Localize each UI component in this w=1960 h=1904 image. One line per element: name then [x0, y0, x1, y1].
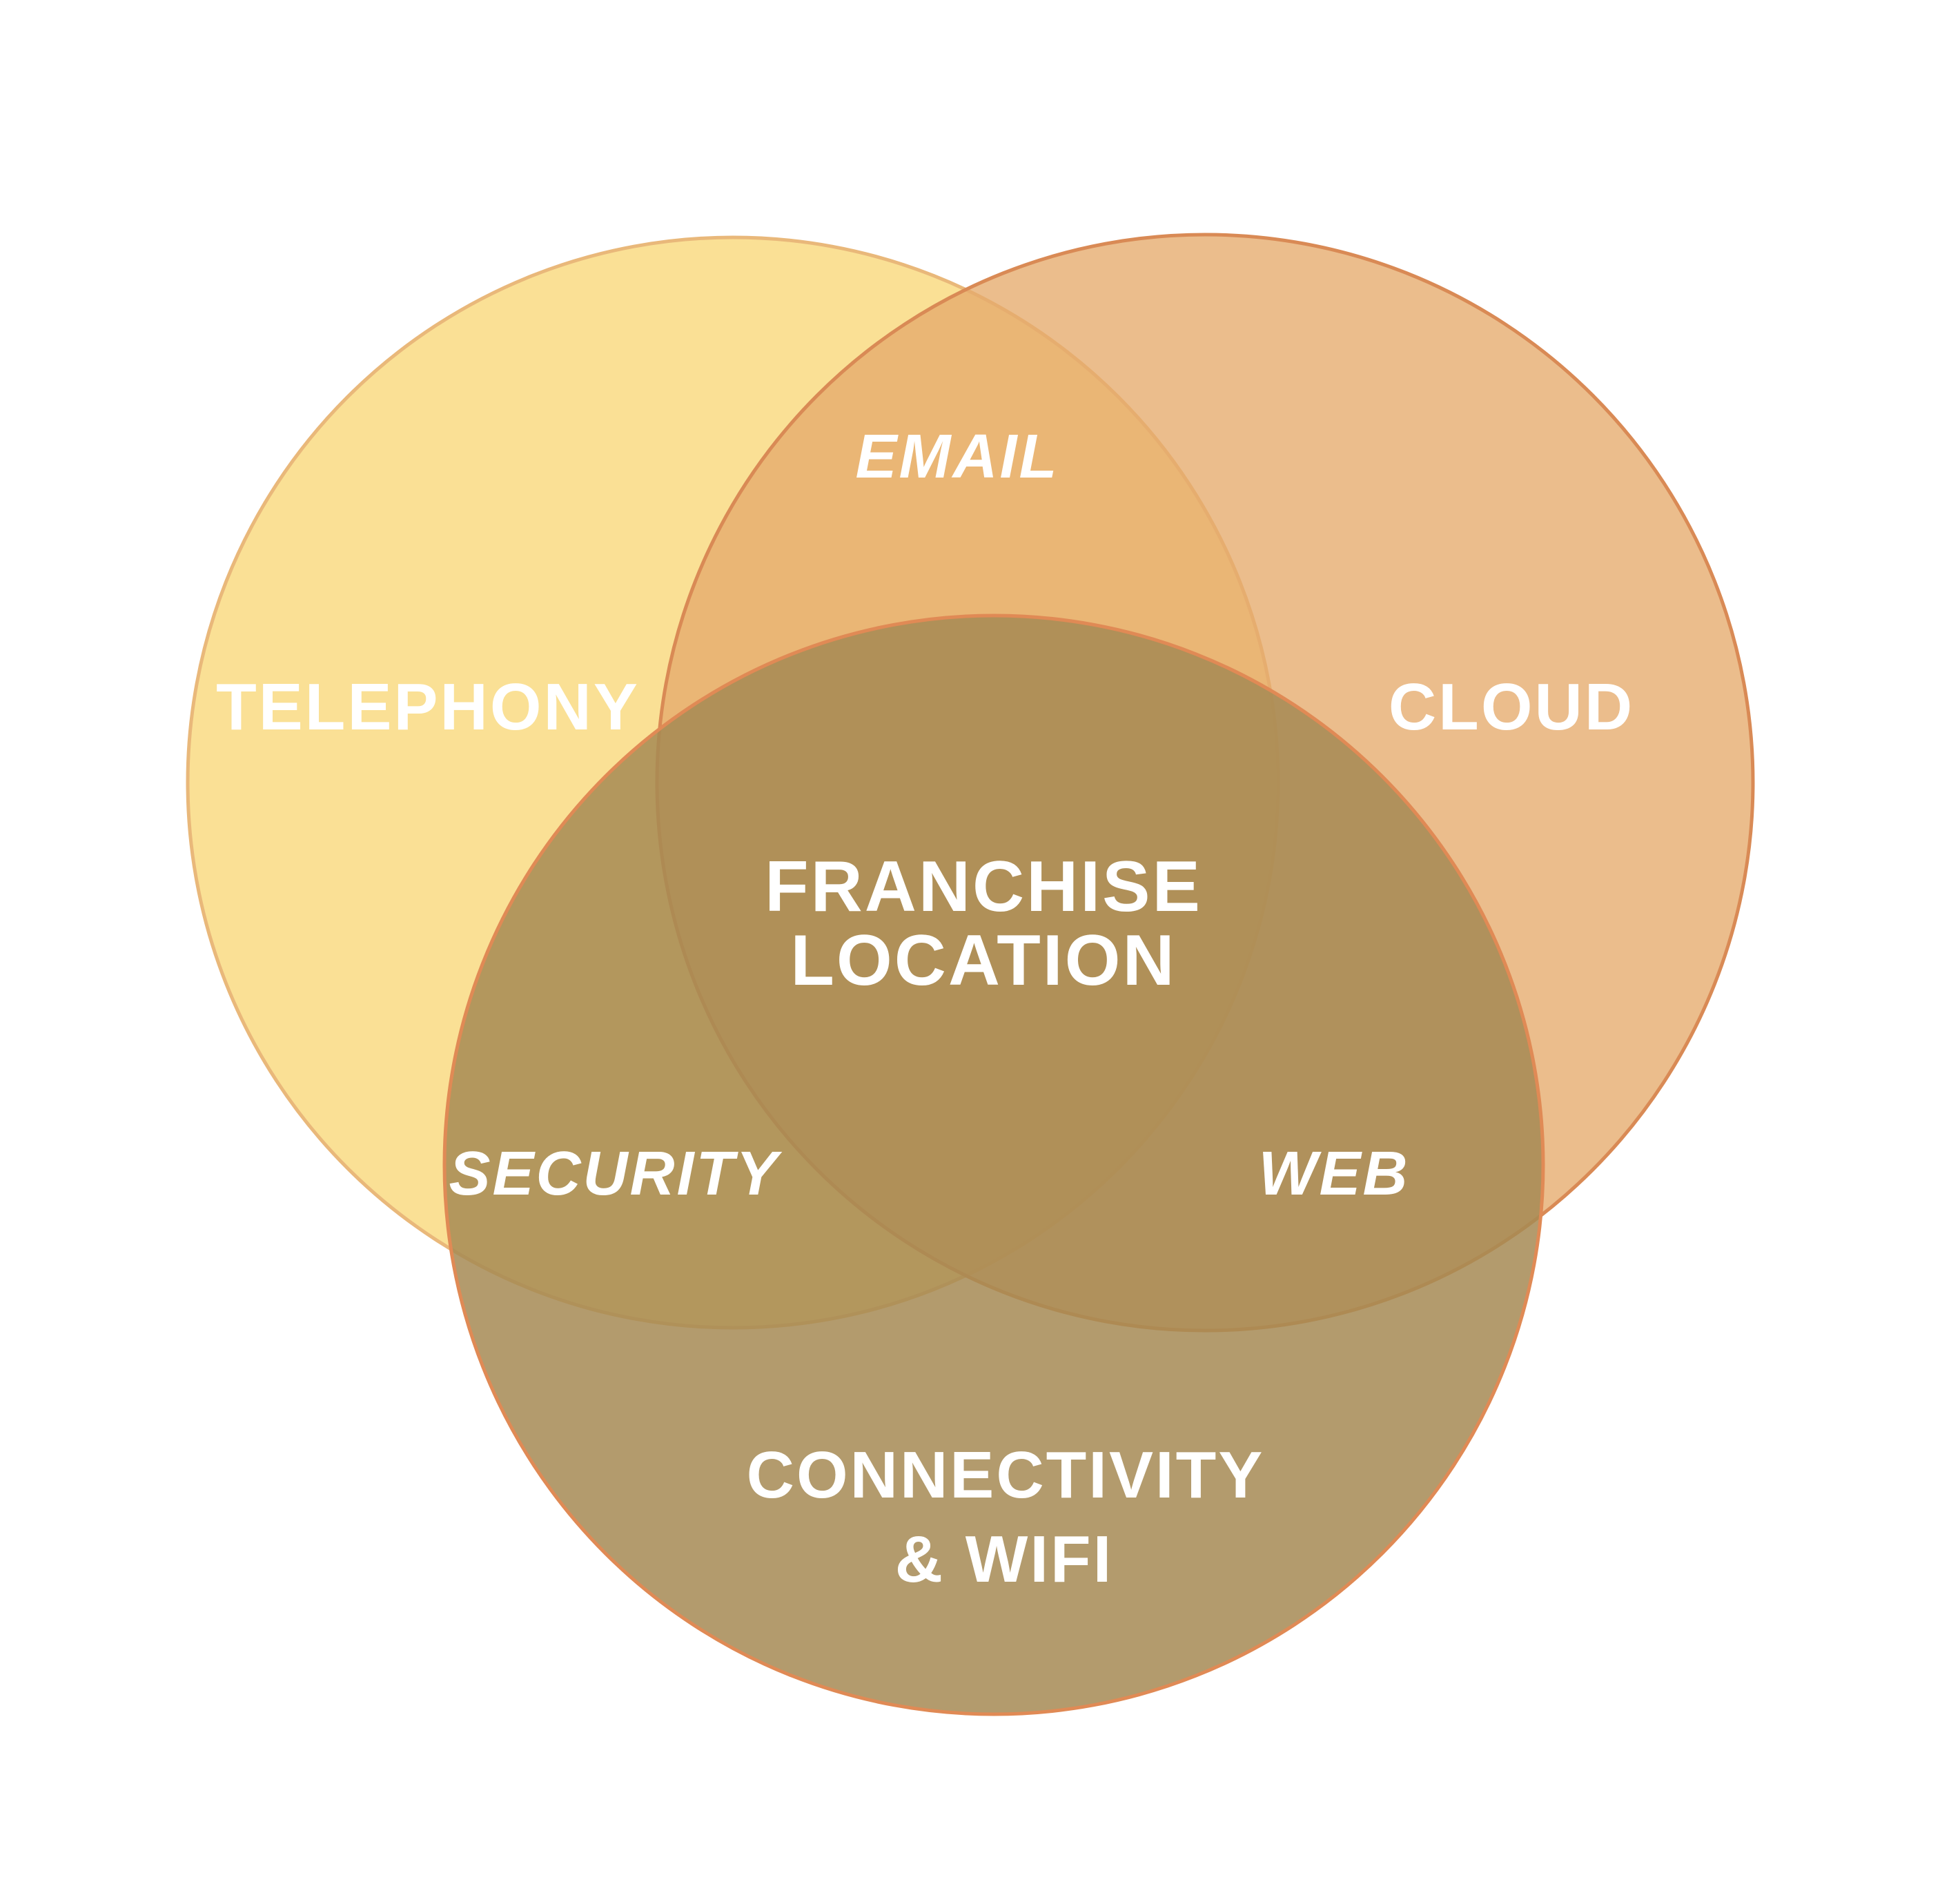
circle-connectivity [442, 614, 1545, 1716]
label-security: SECURITY [449, 1139, 782, 1208]
label-web: WEB [1259, 1139, 1410, 1208]
label-email: EMAIL [856, 422, 1059, 491]
label-cloud: CLOUD [1389, 670, 1634, 744]
label-center-line2: LOCATION [790, 921, 1176, 1001]
label-center-line1: FRANCHISE [765, 847, 1202, 927]
label-connectivity-line2: & WIFI [895, 1522, 1114, 1596]
label-connectivity-line1: CONNECTIVITY [747, 1438, 1265, 1512]
label-telephony: TELEPHONY [216, 670, 640, 744]
